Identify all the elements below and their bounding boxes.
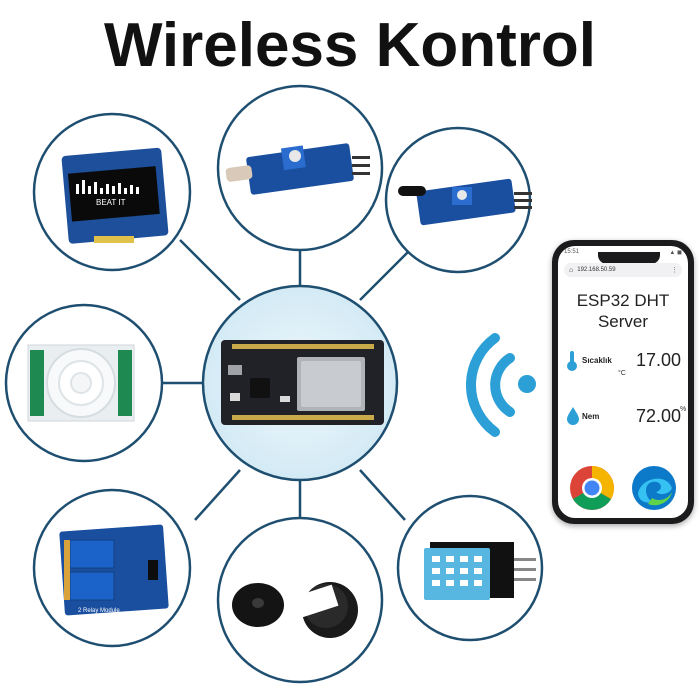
- status-time: 15:51: [564, 249, 580, 255]
- heading-line-1: ESP32 DHT: [576, 291, 670, 310]
- phone-mockup: 15:51 ▲ ◼ ⌂ 192.168.50.59 ⋮ ESP32 DHT Se…: [552, 240, 694, 524]
- heading-line-2: Server: [597, 312, 649, 331]
- thermometer-icon: [567, 351, 577, 371]
- phone-notch: [598, 252, 660, 264]
- module-ir-sensor: [384, 126, 532, 274]
- temperature-label: Sıcaklık: [582, 356, 612, 365]
- module-oled-display: BEAT IT: [32, 112, 192, 272]
- page-title: Wireless Kontrol: [103, 11, 597, 80]
- oled-text: BEAT IT: [96, 198, 126, 207]
- temperature-value: 17.00: [636, 350, 682, 370]
- temperature-row: Sıcaklık 17.00 °C: [566, 348, 682, 377]
- module-pir-sensor: [4, 303, 164, 463]
- wifi-icon: [465, 333, 536, 437]
- chrome-icon[interactable]: [568, 464, 616, 512]
- module-dht-sensor: [396, 494, 544, 642]
- module-relay: 2 Relay Module: [32, 488, 192, 648]
- browser-icons: [568, 464, 678, 512]
- humidity-unit: %: [680, 406, 687, 413]
- menu-icon[interactable]: ⋮: [671, 267, 678, 274]
- humidity-label: Nem: [582, 412, 600, 421]
- phone-screen: 15:51 ▲ ◼ ⌂ 192.168.50.59 ⋮ ESP32 DHT Se…: [558, 246, 688, 518]
- edge-icon[interactable]: [630, 464, 678, 512]
- relay-text: 2 Relay Module: [78, 608, 120, 614]
- url-text: 192.168.50.59: [577, 267, 616, 273]
- center-module-esp32: [201, 284, 399, 482]
- module-buzzer: [216, 516, 384, 684]
- module-ldr-sensor: [216, 84, 384, 252]
- home-icon[interactable]: ⌂: [569, 266, 574, 274]
- temperature-unit: °C: [618, 370, 626, 377]
- humidity-value: 72.00: [636, 406, 682, 426]
- water-drop-icon: [567, 407, 579, 425]
- status-bar: 15:51 ▲ ◼: [564, 249, 682, 259]
- url-bar[interactable]: ⌂ 192.168.50.59 ⋮: [564, 263, 682, 277]
- esp32-page-heading: ESP32 DHT Server: [558, 290, 688, 332]
- status-icons: ▲ ◼: [669, 250, 682, 256]
- humidity-row: Nem 72.00 %: [566, 404, 686, 430]
